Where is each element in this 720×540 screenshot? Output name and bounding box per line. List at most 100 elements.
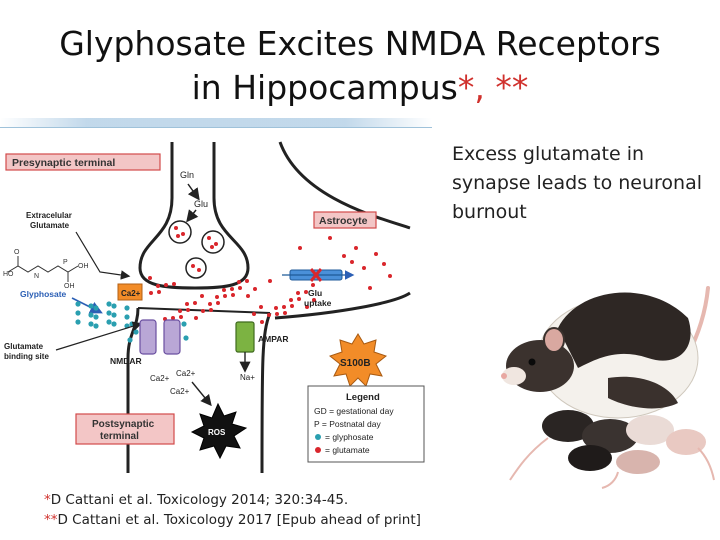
rat-body-patch — [558, 292, 691, 368]
svg-text:N: N — [34, 273, 39, 280]
references: *D Cattani et al. Toxicology 2014; 320:3… — [44, 490, 464, 530]
glutamate-dot — [259, 305, 263, 309]
glutamate-dot — [342, 254, 346, 258]
glutamate-dot — [260, 320, 264, 324]
glutamate-dot — [149, 291, 153, 295]
rat-ear — [543, 327, 565, 353]
synaptic-glutamate — [148, 236, 392, 324]
glutamate-dot — [194, 316, 198, 320]
glutamate-dot — [368, 286, 372, 290]
ca-influx-label: Ca2+ — [121, 289, 141, 298]
glutamate-dot — [185, 302, 189, 306]
svg-text:OH: OH — [78, 263, 89, 270]
legend-glutamate-swatch — [315, 447, 321, 453]
postsynaptic-label-box — [75, 413, 175, 445]
vesicle — [201, 230, 225, 254]
glyphosate-dot — [88, 321, 94, 327]
ca-label-1: Ca2+ — [150, 374, 170, 383]
glutamate-dot — [312, 298, 316, 302]
rat-pup — [626, 415, 674, 445]
ros-label: ROS — [208, 428, 226, 437]
synapse-diagram: Gln Glu Presynaptic terminal Astrocyte E… — [3, 141, 425, 474]
glutamate-dot — [191, 264, 195, 268]
postsynaptic-membrane-right — [260, 312, 272, 474]
glyphosate-dot — [111, 321, 117, 327]
glu-arrow — [186, 209, 199, 223]
glutamate-dot — [214, 242, 218, 246]
blocked-icon — [309, 268, 323, 282]
reference-2: **D Cattani et al. Toxicology 2017 [Epub… — [44, 510, 464, 530]
glutamate-dot — [193, 301, 197, 305]
extracellular-arrow — [75, 231, 131, 280]
vesicle-release — [185, 257, 207, 279]
glutamate-dot — [237, 280, 241, 284]
glutamate-dot — [201, 309, 205, 313]
ca-label-3: Ca2+ — [170, 387, 190, 396]
glutamate-dot — [382, 262, 386, 266]
legend-title: Legend — [346, 392, 380, 403]
glyphosate-dot — [75, 319, 81, 325]
binding-site-label-1: Glutamate — [4, 342, 44, 351]
glutamate-dot — [215, 295, 219, 299]
glyphosate-label: Glyphosate — [20, 289, 67, 299]
glyphosate-dot — [133, 329, 139, 335]
ca-arrow — [191, 381, 212, 407]
rat-pup — [666, 429, 706, 455]
presynaptic-label: Presynaptic terminal — [12, 157, 115, 169]
ros-burst — [190, 402, 248, 460]
rat-photo — [501, 286, 715, 489]
glyphosate-dot — [93, 305, 99, 311]
reference-2-mark: ** — [44, 512, 58, 528]
glutamate-dot — [210, 245, 214, 249]
rat-pup — [568, 445, 612, 471]
legend-item: P = Postnatal day — [314, 419, 381, 429]
glutamate-dot — [296, 291, 300, 295]
glutamate-dot — [174, 226, 178, 230]
reference-1-mark: * — [44, 492, 51, 508]
title-line-2-text: in Hippocampus — [191, 68, 458, 107]
glutamate-dot — [200, 294, 204, 298]
glyphosate-dot — [106, 301, 112, 307]
s100b-burst — [328, 333, 388, 387]
title-line-1: Glyphosate Excites NMDA Receptors — [59, 24, 661, 63]
glutamate-dot — [282, 305, 286, 309]
glyphosate-dot — [75, 301, 81, 307]
glu-label: Glu — [194, 199, 208, 209]
page-title: Glyphosate Excites NMDA Receptors in Hip… — [0, 22, 720, 110]
rat-pup — [616, 450, 660, 474]
glyphosate-dot — [111, 303, 117, 309]
glyphosate-dot — [93, 314, 99, 320]
glyphosate-dot — [111, 312, 117, 318]
reference-1-text: D Cattani et al. Toxicology 2014; 320:34… — [50, 492, 349, 508]
glutamate-dot — [223, 294, 227, 298]
legend-box — [307, 385, 425, 463]
glutamate-dot — [267, 313, 271, 317]
astrocyte-membrane-lower — [274, 291, 411, 320]
glutamate-dot — [176, 234, 180, 238]
glutamate-dot — [289, 298, 293, 302]
rat-snout — [502, 367, 526, 385]
rat-nose — [501, 373, 507, 379]
glutamate-dot — [374, 252, 378, 256]
glutamate-dot — [148, 276, 152, 280]
glutamate-dot — [222, 288, 226, 292]
glyphosate-dot — [106, 310, 112, 316]
glyphosate-dot — [183, 335, 189, 341]
postsynaptic-membrane — [126, 307, 140, 473]
astrocyte-label: Astrocyte — [319, 215, 368, 227]
ca-label-2: Ca2+ — [176, 369, 196, 378]
ampar-channel — [235, 321, 255, 353]
glutamate-dot — [216, 301, 220, 305]
glutamate-dot — [350, 260, 354, 264]
glutamate-dot — [305, 305, 309, 309]
glutamate-dot — [231, 293, 235, 297]
glutamate-dot — [252, 312, 256, 316]
rat-pup — [542, 410, 594, 442]
glutamate-dot — [186, 308, 190, 312]
glutamate-dot — [311, 283, 315, 287]
glyphosate-dot — [88, 312, 94, 318]
glutamate-dot — [354, 246, 358, 250]
glutamate-dot — [274, 306, 278, 310]
glutamate-dot — [181, 232, 185, 236]
glutamate-dot — [179, 315, 183, 319]
